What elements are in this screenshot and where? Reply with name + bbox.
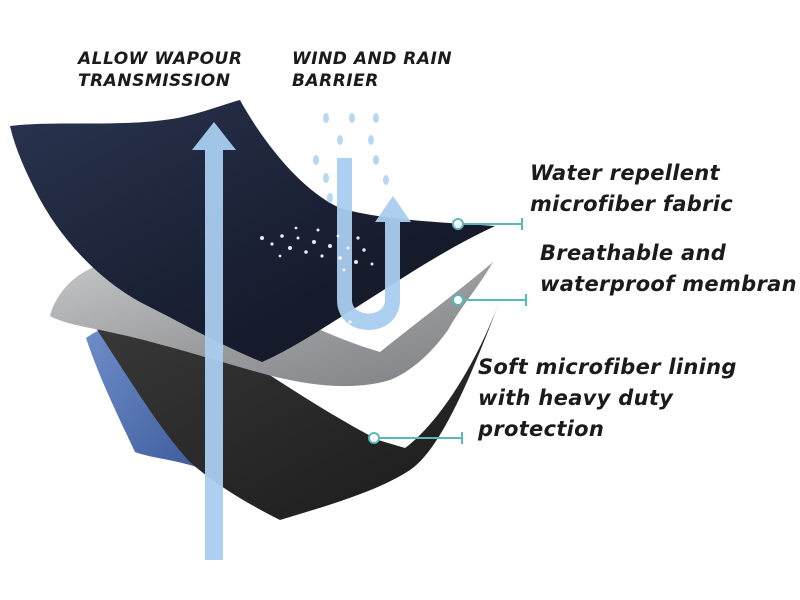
water-repellent-layer [10, 100, 495, 362]
layer-label-water-repellent: Water repellent microfiber fabric [530, 161, 734, 216]
water-beads [260, 226, 428, 324]
rain-deflection-arrow-icon [337, 158, 411, 330]
leader-line-top [452, 218, 523, 230]
leader-line-middle [452, 294, 527, 306]
layer-label-lining: Soft microfiber lining with heavy duty p… [478, 355, 737, 441]
raindrops [313, 113, 389, 203]
leader-line-bottom [368, 432, 463, 444]
vapour-arrow-icon [192, 122, 236, 560]
wind-rain-barrier-label: WIND AND RAIN BARRIER [292, 49, 453, 91]
vapour-transmission-label: ALLOW WAPOUR TRANSMISSION [78, 49, 243, 91]
layer-label-membrane: Breathable and waterproof membran [540, 241, 797, 296]
lining-layer [92, 300, 500, 520]
